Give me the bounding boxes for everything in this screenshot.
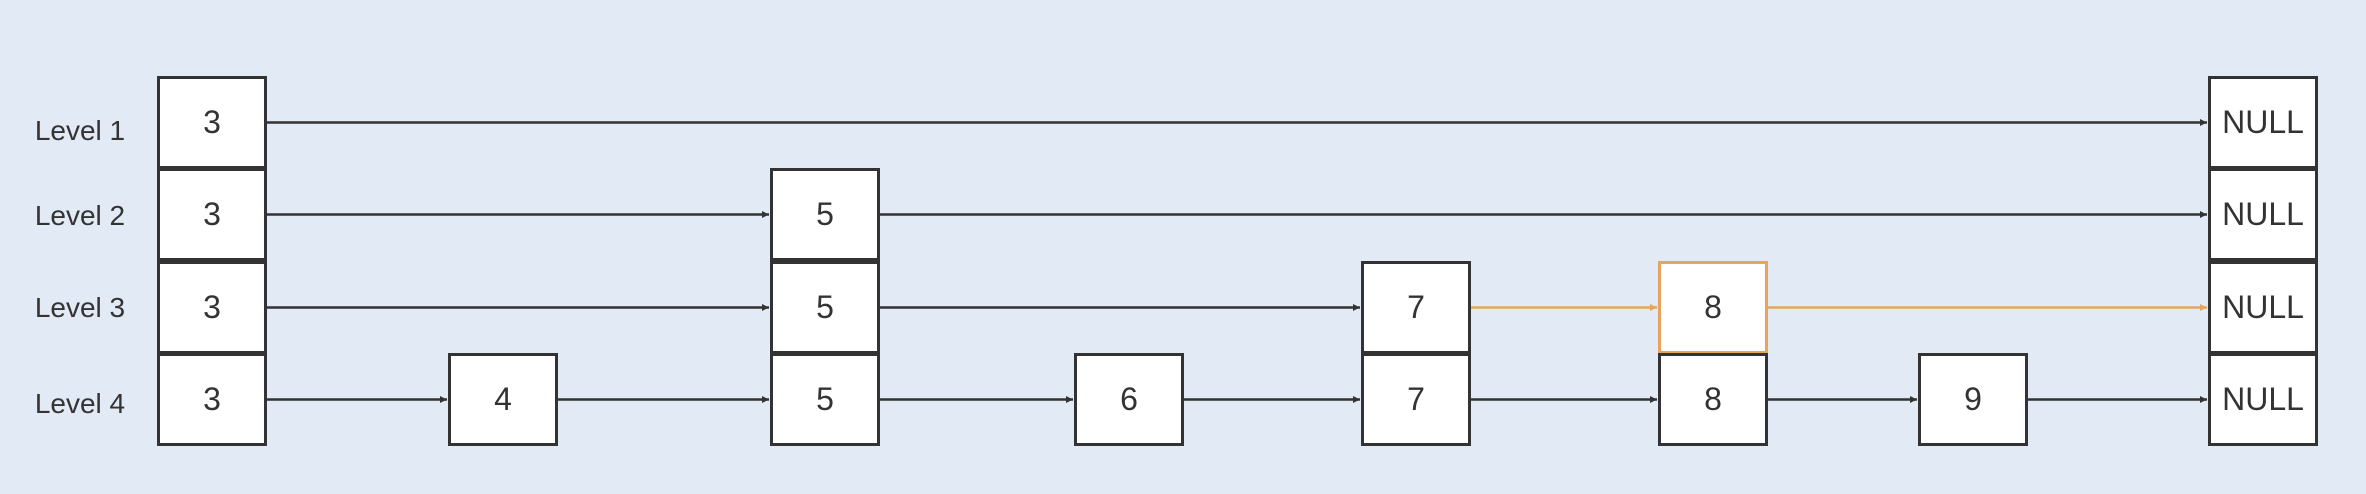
node-9: 9 (1918, 353, 2028, 446)
level-label: Level 1 (34, 115, 126, 146)
null-node: NULL (2208, 353, 2318, 446)
null-node: NULL (2208, 168, 2318, 261)
node-4: 4 (448, 353, 558, 446)
node-7: 7 (1361, 261, 1471, 354)
node-3: 3 (157, 168, 267, 261)
level-label: Level 4 (34, 388, 126, 419)
node-5: 5 (770, 353, 880, 446)
node-5: 5 (770, 261, 880, 354)
level-label: Level 3 (34, 292, 126, 323)
node-7: 7 (1361, 353, 1471, 446)
null-node: NULL (2208, 76, 2318, 169)
node-3: 3 (157, 76, 267, 169)
node-8: 8 (1658, 261, 1768, 354)
node-5: 5 (770, 168, 880, 261)
level-label: Level 2 (34, 200, 126, 231)
node-3: 3 (157, 261, 267, 354)
node-3: 3 (157, 353, 267, 446)
null-node: NULL (2208, 261, 2318, 354)
node-6: 6 (1074, 353, 1184, 446)
node-8: 8 (1658, 353, 1768, 446)
